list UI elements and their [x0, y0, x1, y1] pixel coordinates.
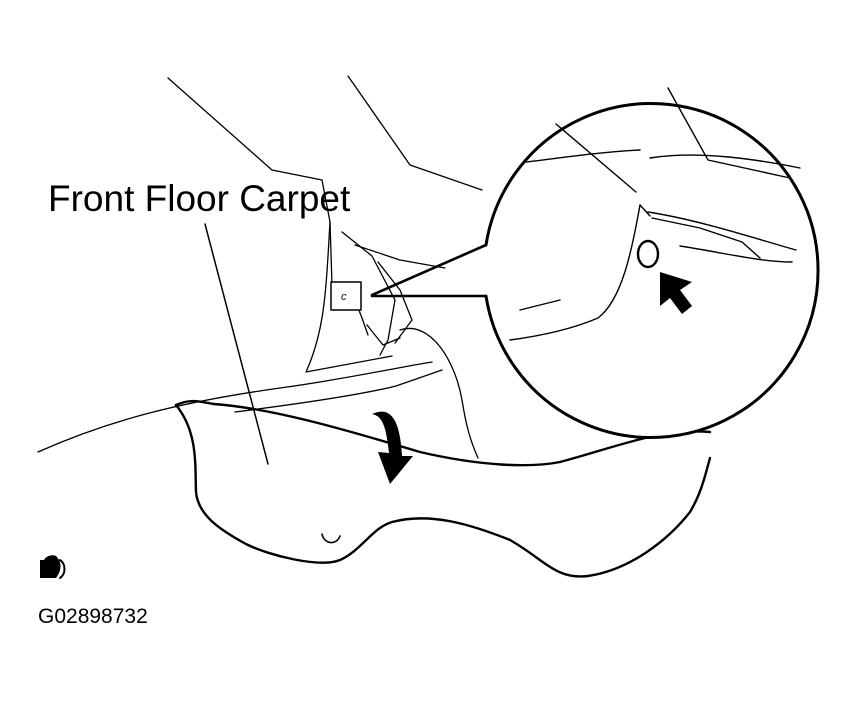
bulletin-symbol-icon	[40, 555, 66, 579]
clip-fastener: c	[330, 281, 362, 311]
clip-hole	[636, 239, 660, 269]
detail-magnifier	[370, 87, 820, 439]
clip-location-arrow	[660, 272, 692, 314]
fold-direction-arrow	[372, 411, 413, 484]
front-floor-carpet	[174, 399, 712, 578]
front-floor-carpet-label: Front Floor Carpet	[48, 178, 351, 219]
label-leader-line	[204, 223, 269, 465]
figure-code: G02898732	[38, 605, 148, 628]
vehicle-body-lines	[37, 75, 483, 459]
clip-letter: c	[341, 291, 347, 303]
detail-inner-lines	[509, 87, 801, 341]
